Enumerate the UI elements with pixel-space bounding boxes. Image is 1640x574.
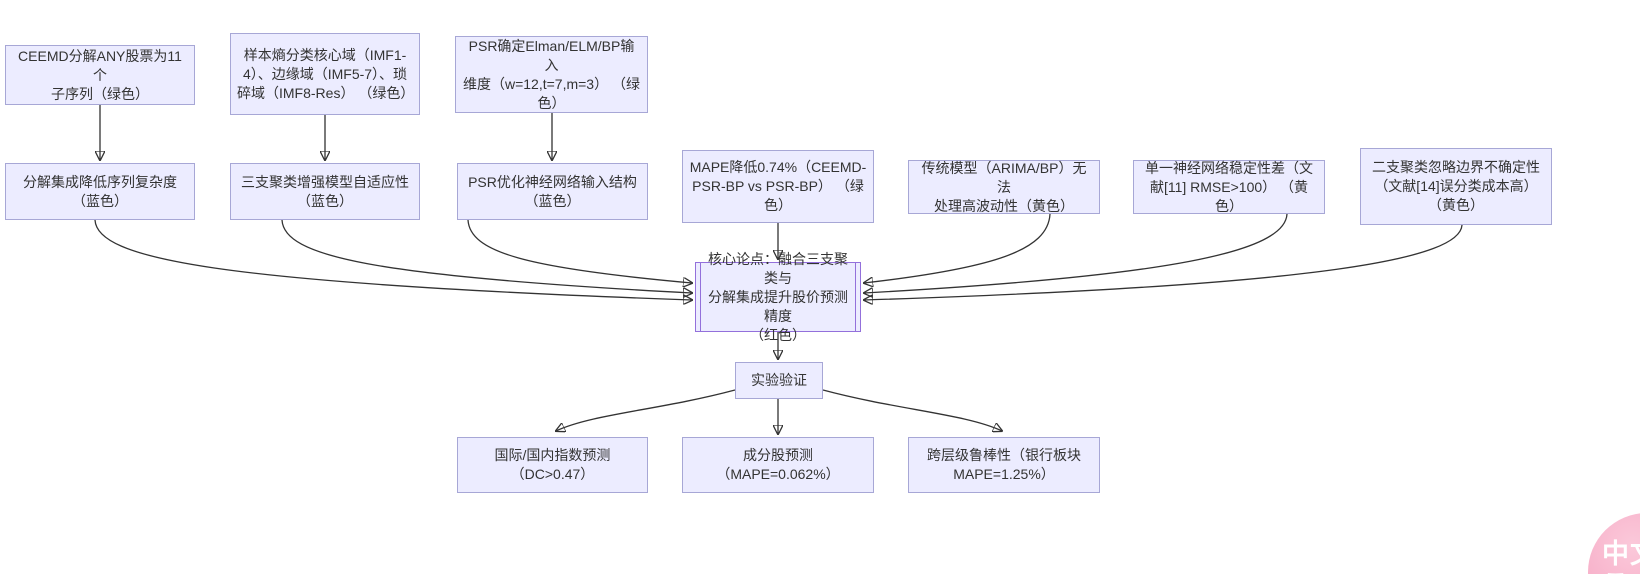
- edge-psrbenefit-to-core: [467, 219, 692, 283]
- edge-experiment-to-robustness: [822, 389, 1002, 431]
- node-sample-entropy: 样本熵分类核心域（IMF1- 4）、边缘域（IMF5-7）、琐 碎域（IMF8-…: [230, 33, 420, 115]
- node-psr-benefit-label: PSR优化神经网络输入结构 （蓝色）: [468, 173, 637, 209]
- node-traditional-limit: 传统模型（ARIMA/BP）无法 处理高波动性（黄色）: [908, 160, 1100, 214]
- node-constituent-pred: 成分股预测 （MAPE=0.062%）: [682, 437, 874, 493]
- node-core-thesis-label: 核心论点：融合三支聚类与 分解集成提升股价预测精度 （红色）: [708, 250, 848, 343]
- node-two-way-limit-label: 二支聚类忽略边界不确定性 （文献[14]误分类成本高） （黄色）: [1372, 159, 1540, 213]
- translate-badge-text: 中文こA: [1602, 539, 1640, 574]
- node-decomp-benefit-label: 分解集成降低序列复杂度 （蓝色）: [23, 173, 177, 209]
- node-ceemd-label: CEEMD分解ANY股票为11个 子序列（绿色）: [18, 47, 182, 102]
- node-single-nn-limit-label: 单一神经网络稳定性差（文 献[11] RMSE>100） （黄色）: [1145, 159, 1313, 214]
- translate-badge-button[interactable]: 中文こA: [1588, 513, 1640, 574]
- node-sample-entropy-label: 样本熵分类核心域（IMF1- 4）、边缘域（IMF5-7）、琐 碎域（IMF8-…: [237, 46, 415, 101]
- translate-badge-line2: こA: [1602, 569, 1640, 574]
- edge-decomp-to-core: [94, 219, 692, 300]
- node-psr-dims: PSR确定Elman/ELM/BP输入 维度（w=12,t=7,m=3） （绿 …: [455, 36, 648, 113]
- node-three-way-benefit: 三支聚类增强模型自适应性 （蓝色）: [230, 163, 420, 220]
- node-single-nn-limit: 单一神经网络稳定性差（文 献[11] RMSE>100） （黄色）: [1133, 160, 1325, 214]
- edge-experiment-to-index: [556, 389, 736, 431]
- node-psr-benefit: PSR优化神经网络输入结构 （蓝色）: [457, 163, 648, 220]
- edge-traditional-to-core: [864, 213, 1051, 283]
- edge-threeway-to-core: [281, 219, 692, 293]
- node-robustness: 跨层级鲁棒性（银行板块 MAPE=1.25%）: [908, 437, 1100, 493]
- node-mape-gain-label: MAPE降低0.74%（CEEMD- PSR-BP vs PSR-BP） （绿 …: [689, 159, 867, 213]
- node-three-way-benefit-label: 三支聚类增强模型自适应性 （蓝色）: [241, 173, 409, 209]
- node-two-way-limit: 二支聚类忽略边界不确定性 （文献[14]误分类成本高） （黄色）: [1360, 148, 1552, 225]
- node-decomp-benefit: 分解集成降低序列复杂度 （蓝色）: [5, 163, 195, 220]
- node-robustness-label: 跨层级鲁棒性（银行板块 MAPE=1.25%）: [927, 447, 1081, 482]
- edge-twoway-to-core: [864, 224, 1463, 300]
- node-mape-gain: MAPE降低0.74%（CEEMD- PSR-BP vs PSR-BP） （绿 …: [682, 150, 874, 223]
- node-index-pred: 国际/国内指数预测 （DC>0.47）: [457, 437, 648, 493]
- node-experiment: 实验验证: [735, 362, 823, 399]
- node-traditional-limit-label: 传统模型（ARIMA/BP）无法 处理高波动性（黄色）: [921, 159, 1087, 214]
- node-psr-dims-label: PSR确定Elman/ELM/BP输入 维度（w=12,t=7,m=3） （绿 …: [462, 37, 640, 111]
- node-index-pred-label: 国际/国内指数预测 （DC>0.47）: [494, 447, 611, 482]
- translate-badge-line1: 中文: [1602, 539, 1640, 569]
- node-experiment-label: 实验验证: [751, 372, 807, 388]
- node-ceemd: CEEMD分解ANY股票为11个 子序列（绿色）: [5, 45, 195, 105]
- node-core-thesis: 核心论点：融合三支聚类与 分解集成提升股价预测精度 （红色）: [695, 251, 861, 343]
- node-constituent-pred-label: 成分股预测 （MAPE=0.062%）: [716, 447, 840, 482]
- edge-singlenn-to-core: [864, 213, 1288, 293]
